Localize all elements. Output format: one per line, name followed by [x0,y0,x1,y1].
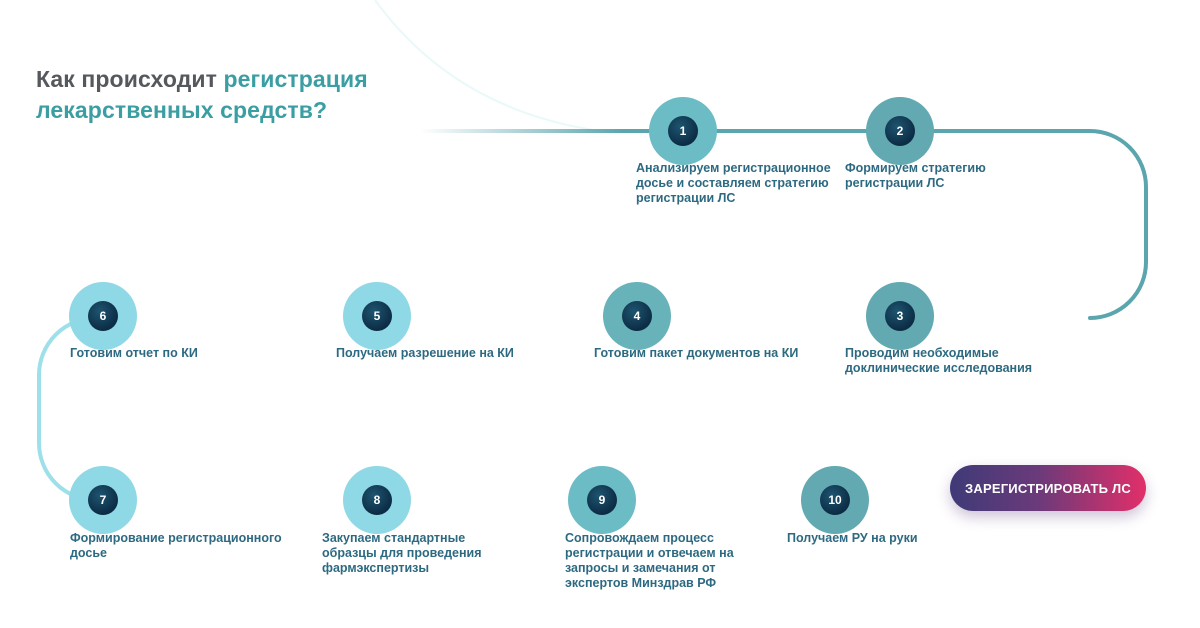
step-number: 4 [622,301,652,331]
step-label-line: запросы и замечания от [565,561,716,575]
step-label-line: Сопровождаем процесс [565,531,714,545]
step-circle: 5 [343,282,411,350]
step-number: 1 [668,116,698,146]
step-label-line: Готовим пакет документов на КИ [594,346,799,360]
step-label-line: досье и составляем стратегию [636,176,829,190]
step-number: 5 [362,301,392,331]
step-label-line: Формируем стратегию [845,161,986,175]
register-button[interactable]: ЗАРЕГИСТРИРОВАТЬ ЛС [950,465,1146,511]
step-label-line: досье [70,546,107,560]
step-3: 3 [866,282,934,350]
step-circle: 10 [801,466,869,534]
step-2: 2 [866,97,934,165]
step-8: 8 [343,466,411,534]
step-label: Готовим пакет документов на КИ [594,346,798,361]
page-title: Как происходит регистрация лекарственных… [36,64,368,126]
step-circle: 7 [69,466,137,534]
step-label-line: Проводим необходимые [845,346,999,360]
step-label-line: доклинические исследования [845,361,1033,375]
step-label-line: регистрации ЛС [845,176,945,190]
step-label-line: Формирование регистрационного [70,531,282,545]
step-label-line: Анализируем регистрационное [636,161,831,175]
step-circle: 2 [866,97,934,165]
step-10: 10 [801,466,869,534]
step-circle: 9 [568,466,636,534]
track-left-bend [37,316,97,502]
step-1: 1 [649,97,717,165]
step-9: 9 [568,466,636,534]
step-number: 8 [362,485,392,515]
step-number: 2 [885,116,915,146]
step-label-line: образцы для проведения [322,546,482,560]
step-label-line: Получаем разрешение на КИ [336,346,514,360]
step-5: 5 [343,282,411,350]
step-label: Готовим отчет по КИ [70,346,198,361]
step-6: 6 [69,282,137,350]
step-label-line: фармэкспертизы [322,561,430,575]
step-label: Получаем разрешение на КИ [336,346,514,361]
step-number: 7 [88,485,118,515]
step-number: 9 [587,485,617,515]
step-7: 7 [69,466,137,534]
step-number: 10 [820,485,850,515]
step-label-line: регистрации и отвечаем на [565,546,734,560]
step-label-line: Закупаем стандартные [322,531,466,545]
step-circle: 4 [603,282,671,350]
step-label: Получаем РУ на руки [787,531,918,546]
step-number: 6 [88,301,118,331]
step-circle: 1 [649,97,717,165]
title-accent: регистрация [223,66,368,92]
step-label-line: регистрации ЛС [636,191,736,205]
title-part1: Как происходит [36,66,224,92]
decorative-swoosh [374,0,601,132]
step-circle: 6 [69,282,137,350]
step-circle: 3 [866,282,934,350]
step-label-line: Получаем РУ на руки [787,531,918,545]
step-4: 4 [603,282,671,350]
title-line2: лекарственных средств? [36,97,328,123]
step-label-line: Готовим отчет по КИ [70,346,198,360]
track-top [418,129,1148,320]
step-circle: 8 [343,466,411,534]
step-number: 3 [885,301,915,331]
step-label-line: экспертов Минздрав РФ [565,576,717,590]
